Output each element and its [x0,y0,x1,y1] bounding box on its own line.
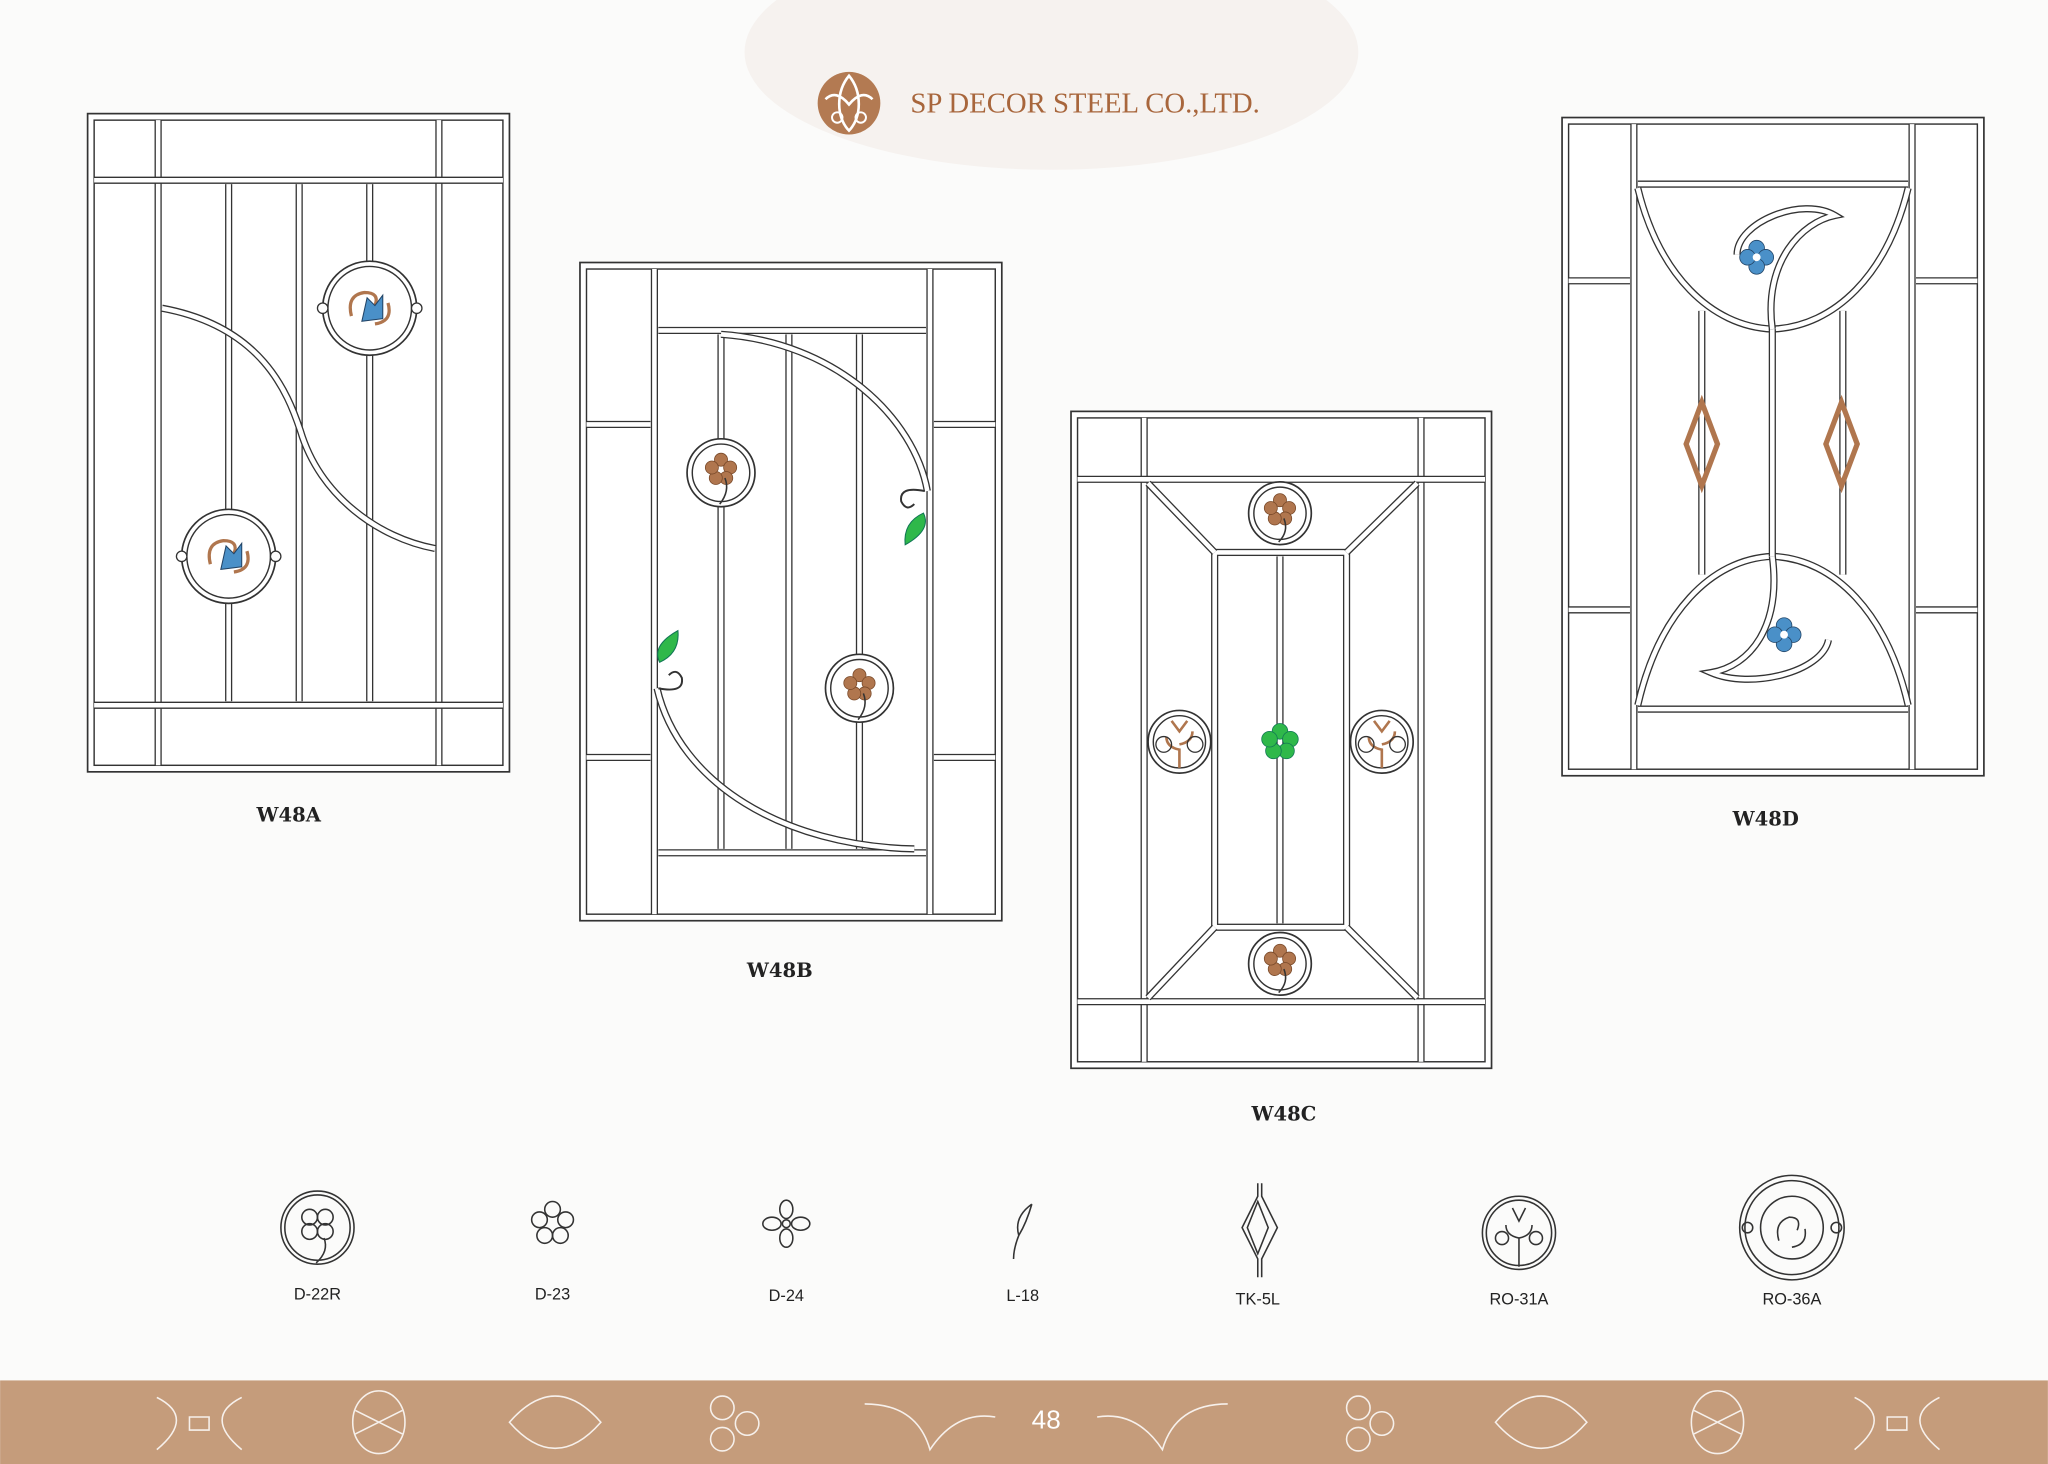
design-label-w48c: W48C [1250,1103,1316,1126]
medallion-icon [1247,931,1313,997]
green-flower-icon [1261,723,1299,760]
watermark-ornament [744,0,1359,170]
company-name: SP DECOR STEEL CO.,LTD. [910,87,1259,119]
part-l18-icon [1012,1203,1033,1259]
green-leaf-icon [904,512,926,546]
company-header: SP DECOR STEEL CO.,LTD. [817,71,1260,135]
window-design-w48d [1561,116,1985,777]
part-label-d22r: D-22R [294,1285,341,1303]
page-number: 48 [1032,1405,1061,1435]
design-label-w48d: W48D [1732,807,1799,830]
design-label-w48b: W48B [746,959,813,982]
medallion-icon [1147,709,1212,774]
window-design-w48a [86,112,511,773]
medallion-icon [316,260,423,357]
blue-flower-icon [1766,617,1802,653]
twisted-bar-icon [1823,394,1861,494]
window-design-w48b [579,261,1003,922]
part-d22r-icon [280,1190,355,1265]
part-label-l18: L-18 [1006,1287,1039,1305]
green-leaf-icon [657,629,679,663]
medallion-icon [686,437,756,508]
blue-flower-icon [1739,239,1775,275]
part-label-d24: D-24 [769,1287,804,1305]
part-d24-icon [762,1199,811,1248]
parts-row [280,1174,1845,1281]
part-d23-icon [530,1200,575,1245]
footer-ornaments [156,1390,1940,1455]
part-ro36a-icon [1738,1174,1845,1281]
part-ro31a-icon [1481,1195,1557,1271]
medallion-icon [175,508,282,605]
medallion-icon [824,653,895,724]
part-tk5l-icon [1241,1183,1279,1278]
twisted-bar-icon [1683,394,1721,494]
medallion-icon [1247,481,1313,546]
part-label-ro36a: RO-36A [1762,1291,1821,1309]
part-label-d23: D-23 [535,1285,570,1303]
company-logo [817,71,881,135]
medallion-icon [1349,709,1415,774]
part-label-ro31a: RO-31A [1489,1291,1548,1309]
window-design-w48c [1070,410,1493,1070]
footer-band: 48 [0,1380,2048,1464]
design-label-w48a: W48A [256,803,322,826]
part-label-tk5l: TK-5L [1236,1291,1280,1309]
